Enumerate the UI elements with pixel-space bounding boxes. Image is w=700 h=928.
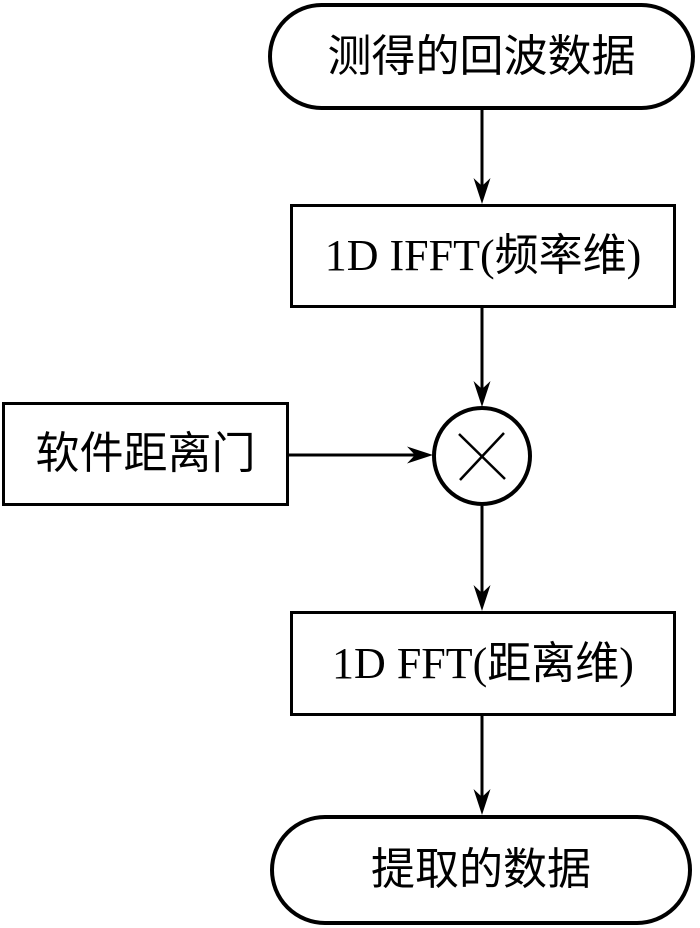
node-fft-range: 1D FFT(距离维) xyxy=(290,611,676,716)
node-ifft-frequency: 1D IFFT(频率维) xyxy=(290,204,676,308)
node-software-gate: 软件距离门 xyxy=(2,402,289,506)
node-extracted-data: 提取的数据 xyxy=(270,815,692,925)
multiply-node xyxy=(432,406,532,506)
arrow-gate-to-multiply xyxy=(289,446,433,464)
node-ifft-frequency-label: 1D IFFT(频率维) xyxy=(324,231,642,280)
multiply-icon xyxy=(458,432,506,481)
node-software-gate-label: 软件距离门 xyxy=(35,429,256,478)
arrow-multiply-to-fft xyxy=(473,506,491,611)
node-echo-data: 测得的回波数据 xyxy=(268,3,695,110)
arrow-fft-to-extracted xyxy=(473,716,491,815)
node-echo-data-label: 测得的回波数据 xyxy=(327,31,636,81)
arrow-ifft-to-multiply xyxy=(473,308,491,407)
node-extracted-data-label: 提取的数据 xyxy=(371,845,591,894)
node-fft-range-label: 1D FFT(距离维) xyxy=(332,638,634,688)
arrow-echo-to-ifft xyxy=(473,110,491,204)
